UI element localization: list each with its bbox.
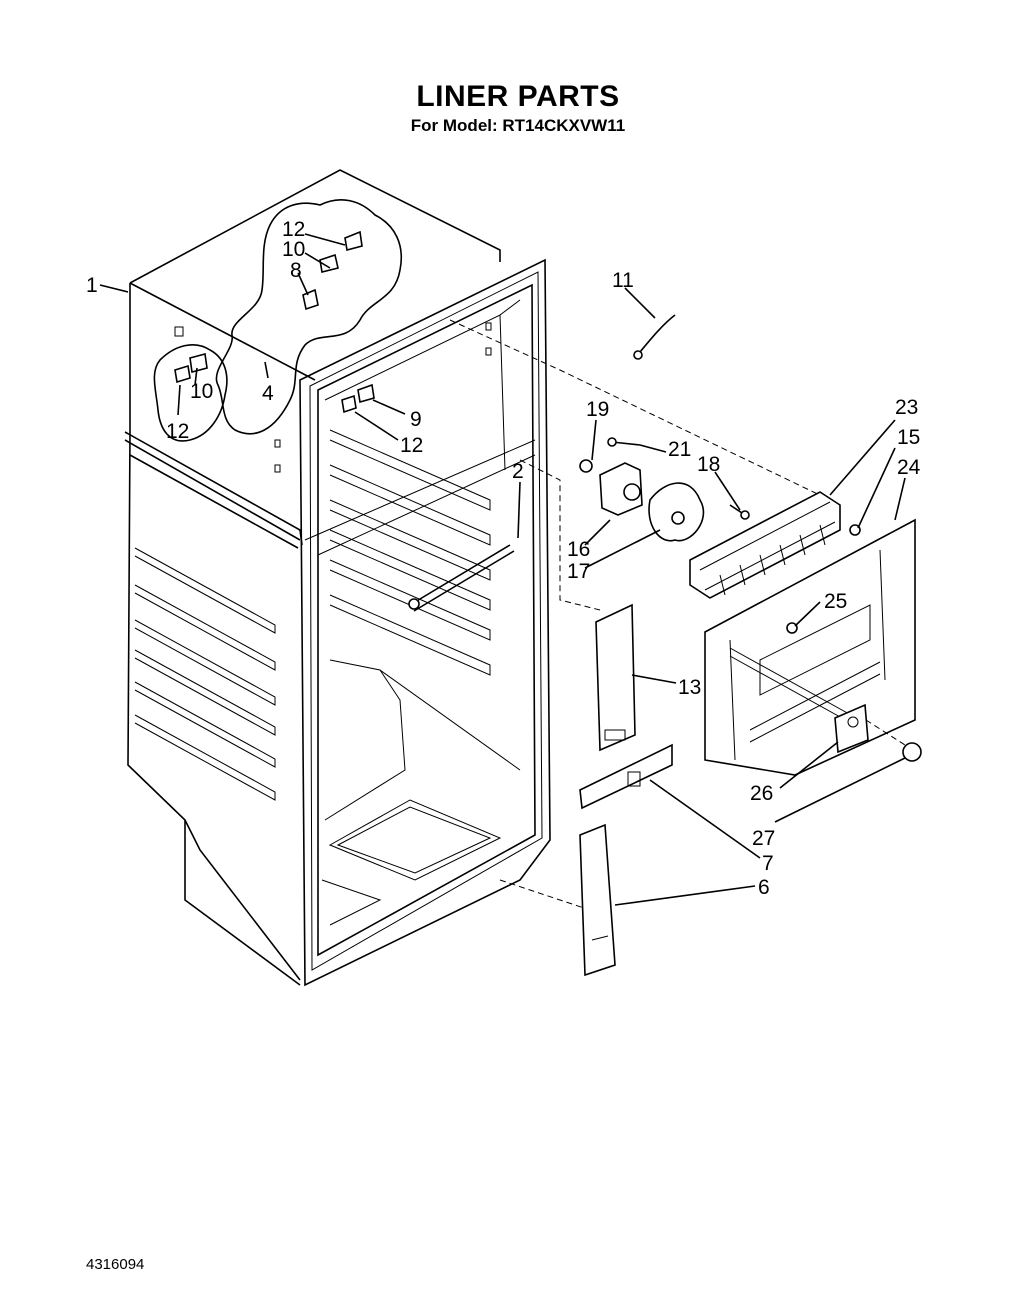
callout-1: 1: [86, 274, 98, 297]
callout-11: 11: [612, 269, 634, 292]
callout-16: 16: [567, 538, 590, 561]
callout-25: 25: [824, 590, 847, 613]
callout-19: 19: [586, 398, 609, 421]
callout-18: 18: [697, 453, 720, 476]
callout-12-mid: 12: [400, 434, 423, 457]
callout-2: 2: [512, 460, 524, 483]
callout-6: 6: [758, 876, 770, 899]
part-26-27: [834, 703, 922, 762]
callout-13: 13: [678, 676, 701, 699]
callout-7: 7: [762, 852, 774, 875]
callout-12-top: 12: [282, 218, 305, 241]
leader-lines: [99, 233, 906, 906]
callout-24: 24: [897, 456, 921, 479]
part-6-duct: [579, 823, 616, 977]
callout-21: 21: [668, 438, 691, 461]
callout-labels: 1 12 10 8 4 12 10 9 12 2 11 19 21 18 16 …: [86, 218, 921, 899]
callout-26: 26: [750, 782, 773, 805]
callout-8: 8: [290, 259, 302, 282]
page-title: LINER PARTS: [416, 80, 620, 113]
document-number: 4316094: [86, 1256, 145, 1273]
callout-12-left: 12: [166, 420, 189, 443]
part-13-duct: [595, 603, 636, 752]
part-11-wire: [633, 314, 676, 360]
callout-23: 23: [895, 396, 918, 419]
fan-motor-assembly: [579, 437, 750, 542]
part-7-strip: [579, 743, 673, 810]
callout-17: 17: [567, 560, 590, 583]
callout-10-left: 10: [190, 380, 213, 403]
model-subtitle: For Model: RT14CKXVW11: [410, 116, 626, 135]
callout-15: 15: [897, 426, 920, 449]
part-23-grille: [689, 491, 861, 599]
callout-9: 9: [410, 408, 422, 431]
cabinet-liner: [124, 169, 831, 987]
callout-4: 4: [262, 382, 274, 405]
callout-27: 27: [752, 827, 775, 850]
callout-10-top: 10: [282, 238, 305, 261]
